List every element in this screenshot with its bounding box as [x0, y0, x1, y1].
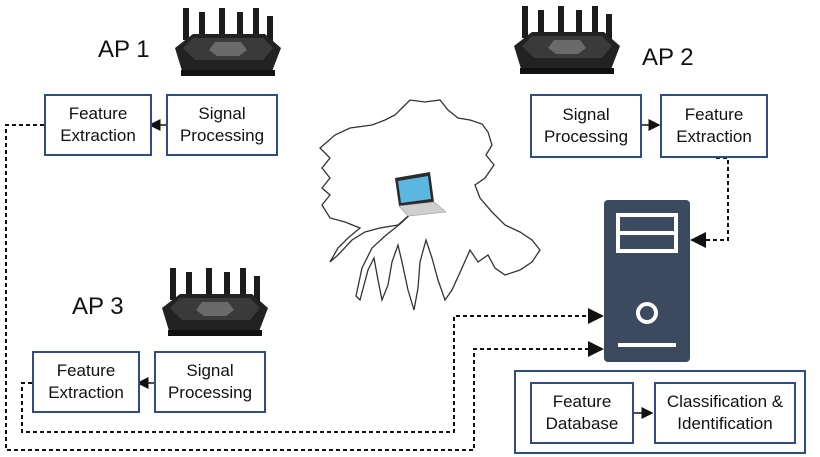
- router-icon-ap1: [175, 8, 281, 76]
- ap1-label: AP 1: [98, 36, 150, 63]
- server-icon: [604, 200, 690, 362]
- classification-identification-box: Classification & Identification: [654, 382, 796, 444]
- link-ap2-server: [690, 157, 729, 248]
- ap1-feature-extraction-box: Feature Extraction: [44, 94, 152, 156]
- router-icon-ap2: [514, 6, 620, 74]
- server-frame: [514, 370, 806, 454]
- link-ap1-server: [5, 124, 604, 451]
- ap3-feature-extraction-box: Feature Extraction: [32, 351, 140, 413]
- ap2-label: AP 2: [642, 44, 694, 71]
- ap1-signal-processing-box: Signal Processing: [166, 94, 278, 156]
- ap2-signal-processing-box: Signal Processing: [530, 94, 642, 158]
- router-icon-ap3: [162, 268, 268, 336]
- laptop-icon: [395, 172, 447, 217]
- ap3-signal-processing-box: Signal Processing: [154, 351, 266, 413]
- feature-database-box: Feature Database: [530, 382, 634, 444]
- ap3-label: AP 3: [72, 293, 124, 320]
- ap2-feature-extraction-box: Feature Extraction: [660, 94, 768, 158]
- link-ap3-server: [21, 308, 604, 433]
